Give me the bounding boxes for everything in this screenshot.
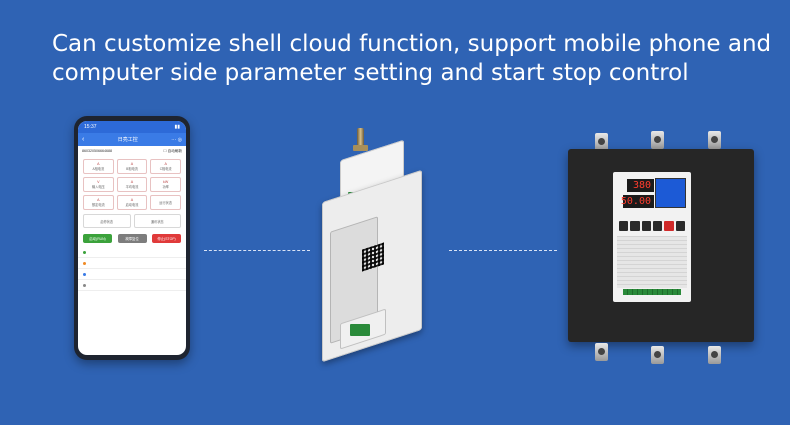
param-label: 额定电流 xyxy=(91,203,105,207)
status-cell: 通讯状态 xyxy=(133,214,181,228)
key-button[interactable] xyxy=(619,221,629,231)
bottom-lug xyxy=(651,346,664,364)
param-value: A xyxy=(97,198,100,202)
menu-dot-icon xyxy=(83,261,86,265)
control-buttons: 启动(RUN) 故障复位 停止(STOP) xyxy=(78,230,186,247)
app-title: 日亮工控 xyxy=(117,137,138,143)
menu-item[interactable]: 运行参数 ... xyxy=(78,258,186,269)
param-cell: 运行状态 xyxy=(150,195,181,210)
param-label: A相电流 xyxy=(92,167,105,171)
menu-list: 常用操作 ... 运行参数 ... 参数设置 ... 报警记录 ... xyxy=(78,247,186,291)
app-header: ‹ 日亮工控 ··· ◎ xyxy=(78,133,186,146)
connector-right xyxy=(449,250,557,251)
battery-icon: ▮▮ xyxy=(174,124,180,130)
auto-refresh-checkbox[interactable]: ☐ 自动刷新 xyxy=(163,149,182,153)
param-label: 输入电压 xyxy=(91,185,105,189)
param-label: B相电流 xyxy=(126,167,138,171)
device-id: 860320506664688 xyxy=(82,149,112,153)
key-button[interactable] xyxy=(675,221,685,231)
top-lug xyxy=(651,131,664,149)
param-label: 平均电流 xyxy=(125,185,139,189)
headline-line-2: computer side parameter setting and star… xyxy=(52,60,689,86)
param-value: A xyxy=(97,162,100,166)
terminal-strip xyxy=(623,289,681,295)
display-top: 380 xyxy=(627,179,654,192)
param-value: A xyxy=(164,162,167,166)
reset-button[interactable]: 故障复位 xyxy=(117,234,147,243)
key-button[interactable] xyxy=(641,221,651,231)
device-row: 860320506664688 ☐ 自动刷新 xyxy=(78,146,186,157)
key-button[interactable] xyxy=(652,221,663,231)
param-value: A xyxy=(130,162,134,166)
phone-screen: 15:37 ▮▮ ‹ 日亮工控 ··· ◎ 860320506664688 ☐ … xyxy=(78,121,186,355)
status-cell: 启停状态 xyxy=(83,214,131,228)
param-value: A xyxy=(130,198,134,202)
display-bottom: 50.00 xyxy=(621,195,654,208)
menu-item[interactable]: 参数设置 ... xyxy=(78,269,186,280)
param-value: kW xyxy=(163,180,169,184)
param-value: V xyxy=(97,180,100,184)
status-grid: 启停状态 通讯状态 xyxy=(78,212,186,230)
stop-key[interactable] xyxy=(664,221,674,231)
antenna xyxy=(357,128,364,148)
key-button[interactable] xyxy=(630,221,640,231)
menu-item[interactable]: 常用操作 ... xyxy=(78,247,186,258)
menu-item[interactable]: 报警记录 ... xyxy=(78,280,186,291)
run-button[interactable]: 启动(RUN) xyxy=(83,234,112,243)
bottom-lug xyxy=(595,343,608,361)
more-options-icon[interactable]: ··· ◎ xyxy=(171,136,182,143)
menu-item-label: 常用操作 ... xyxy=(88,249,107,254)
vent-grille xyxy=(617,236,687,288)
menu-dot-icon xyxy=(83,283,86,287)
bottom-terminal xyxy=(350,324,370,336)
param-label: 启动电流 xyxy=(125,203,139,207)
param-label: 功率 xyxy=(162,185,169,189)
param-value: A xyxy=(130,180,134,184)
back-arrow-icon[interactable]: ‹ xyxy=(82,136,85,143)
headline-line-1: Can customize shell cloud function, supp… xyxy=(52,31,772,57)
keypad xyxy=(619,221,685,231)
phone-device: 15:37 ▮▮ ‹ 日亮工控 ··· ◎ 860320506664688 ☐ … xyxy=(74,116,190,360)
lcd-screen xyxy=(655,178,686,208)
menu-item-label: 运行参数 ... xyxy=(88,260,107,265)
antenna-base xyxy=(353,145,368,151)
param-label: C相电流 xyxy=(159,167,172,171)
stop-button[interactable]: 停止(STOP) xyxy=(152,234,181,243)
menu-dot-icon xyxy=(83,250,86,254)
auto-refresh-label: 自动刷新 xyxy=(167,149,182,153)
top-lug xyxy=(708,131,721,149)
top-lug xyxy=(595,133,608,151)
bottom-lug xyxy=(708,346,721,364)
param-label: 运行状态 xyxy=(159,201,173,205)
menu-item-label: 参数设置 ... xyxy=(88,271,107,276)
phone-status-bar: 15:37 ▮▮ xyxy=(78,121,186,133)
menu-item-label: 报警记录 ... xyxy=(88,282,107,287)
menu-dot-icon xyxy=(83,272,86,276)
connector-left xyxy=(204,250,310,251)
status-time: 15:37 xyxy=(84,124,97,130)
headline: Can customize shell cloud function, supp… xyxy=(52,30,772,88)
iot-module xyxy=(316,128,436,363)
